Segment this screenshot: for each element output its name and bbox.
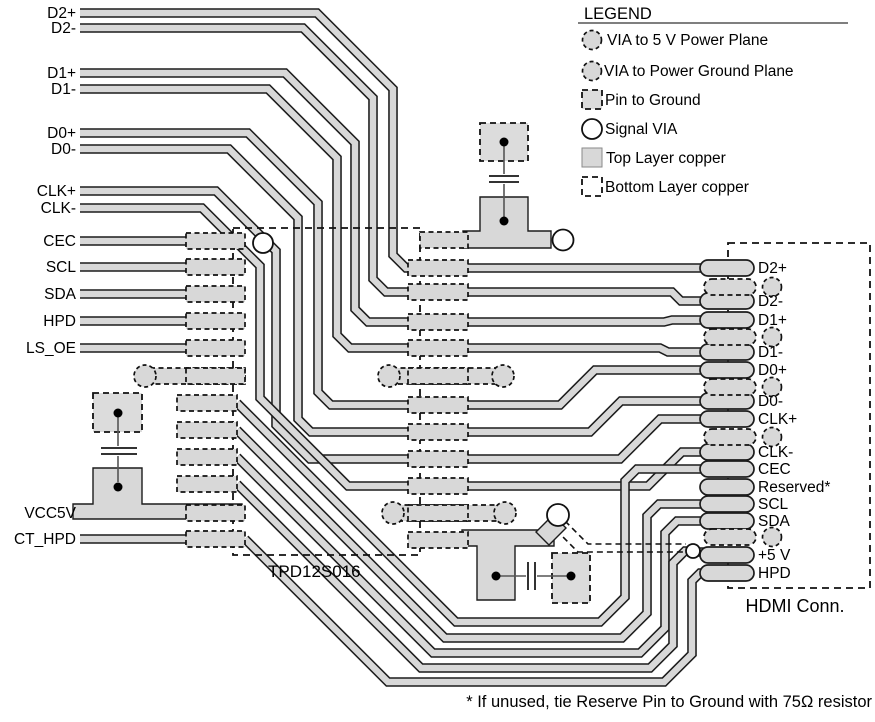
- signal-label: VCC5V: [24, 505, 76, 522]
- trace-d2-minus: [80, 24, 702, 305]
- ground-via: [491, 364, 515, 388]
- hdmi-pin-label: SDA: [758, 513, 791, 530]
- chip-left-pins: [176, 232, 246, 548]
- legend-item-label: VIA to 5 V Power Plane: [607, 32, 768, 49]
- hdmi-pin-label: D1-: [758, 344, 783, 361]
- hdmi-pin-labels: D2+ D2- D1+ D1- D0+ D0- CLK+ CLK- CEC Re…: [758, 260, 830, 582]
- hdmi-connector-label: HDMI Conn.: [745, 596, 844, 616]
- signal-via: [685, 543, 701, 559]
- hdmi-pin-label: CEC: [758, 461, 791, 478]
- signal-label: SDA: [44, 286, 77, 303]
- ground-via: [761, 426, 783, 448]
- hdmi-pin-label: CLK+: [758, 411, 797, 428]
- pin-to-ground-icon: [581, 89, 603, 110]
- signal-label: D1-: [51, 81, 76, 98]
- trace-bundle-scl: [234, 427, 702, 642]
- bottom-layer-route-edge2: [555, 529, 686, 553]
- signal-label: CEC: [43, 233, 76, 250]
- ground-via: [377, 364, 401, 388]
- signal-label: D0+: [47, 125, 76, 142]
- signal-label: LS_OE: [26, 340, 76, 357]
- via-5v-power-icon: [581, 29, 603, 51]
- ground-via: [761, 326, 783, 348]
- hdmi-pin-label: D1+: [758, 312, 787, 329]
- trace-clk-plus: [80, 187, 702, 463]
- signal-label: D2+: [47, 5, 76, 22]
- ground-via: [761, 276, 783, 298]
- ground-via: [493, 501, 517, 525]
- hdmi-pin-label: D2-: [758, 293, 783, 310]
- trace-d0-minus: [80, 145, 702, 436]
- signal-label: D0-: [51, 141, 76, 158]
- top-decoupling-cap: [479, 122, 529, 226]
- bottom-layer-copper-icon: [581, 176, 603, 197]
- trace-d1-plus: [80, 69, 702, 326]
- ground-via: [381, 501, 405, 525]
- hdmi-pin-label: Reserved*: [758, 479, 830, 496]
- legend-item-label: Bottom Layer copper: [605, 179, 749, 196]
- trace-bundle-5v: [234, 481, 689, 672]
- hdmi-pin-label: D2+: [758, 260, 787, 277]
- signal-label: SCL: [46, 259, 77, 276]
- chip-outline: [232, 227, 421, 556]
- signal-via: [252, 232, 274, 254]
- chip-right-pins: [407, 231, 469, 549]
- hdmi-ground-pins: [703, 276, 783, 548]
- hdmi-pin-label: D0-: [758, 393, 783, 410]
- ground-via: [133, 364, 157, 388]
- signal-label: CLK+: [37, 183, 76, 200]
- ground-via: [761, 376, 783, 398]
- trace-d0-plus: [80, 129, 702, 409]
- legend-item-label: VIA to Power Ground Plane: [604, 63, 794, 80]
- left-decoupling-cap: [92, 392, 143, 492]
- bottom-decoupling-cap: [491, 552, 591, 604]
- top-layer-copper-icon: [581, 147, 603, 168]
- source-signal-labels: D2+ D2- D1+ D1- D0+ D0- CLK+ CLK- CEC SC…: [14, 5, 77, 548]
- signal-via-icon: [581, 118, 603, 140]
- signal-label: D2-: [51, 20, 76, 37]
- copper-traces: [80, 8, 712, 687]
- signal-via: [551, 228, 575, 252]
- legend-title: LEGEND: [584, 5, 652, 23]
- legend: LEGEND VIA to 5 V Power Plane VIA to Pow…: [578, 5, 848, 197]
- signal-via: [546, 503, 570, 527]
- hdmi-pin-label: +5 V: [758, 547, 791, 564]
- hdmi-pin-label: D0+: [758, 362, 787, 379]
- ground-via: [761, 526, 783, 548]
- hdmi-pin-label: CLK-: [758, 444, 793, 461]
- bottom-middle-copper-pour: [461, 529, 555, 601]
- via-ground-icon: [581, 60, 603, 82]
- legend-item-label: Top Layer copper: [606, 150, 726, 167]
- trace-d1-minus: [80, 85, 702, 356]
- signal-label: CT_HPD: [14, 531, 76, 548]
- trace-d2-plus: [80, 9, 702, 272]
- legend-item-label: Signal VIA: [605, 121, 678, 138]
- signal-label: D1+: [47, 65, 76, 82]
- hdmi-pin-label: SCL: [758, 496, 789, 513]
- bottom-layer-route-edge1: [564, 520, 686, 545]
- legend-item-label: Pin to Ground: [605, 92, 701, 109]
- trace-bundle-sda: [234, 454, 702, 657]
- footnote: * If unused, tie Reserve Pin to Ground w…: [466, 693, 872, 711]
- chip-label: TPD12S016: [268, 562, 361, 581]
- trace-bundle-cec: [234, 400, 702, 626]
- hdmi-pin-label: HPD: [758, 565, 791, 582]
- signal-label: CLK-: [41, 200, 76, 217]
- hdmi-connector-outline: [727, 242, 871, 589]
- signal-label: HPD: [43, 313, 76, 330]
- trace-clk-minus: [80, 204, 702, 490]
